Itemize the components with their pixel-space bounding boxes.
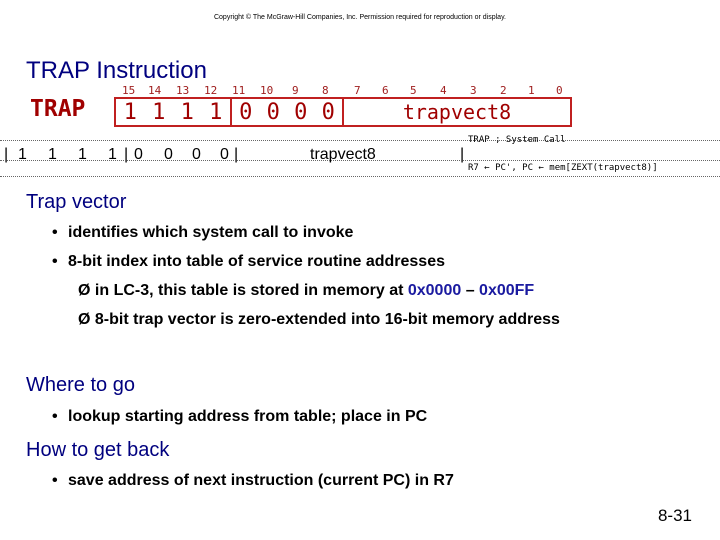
ascii-bit: 0	[192, 146, 201, 163]
divider	[0, 176, 720, 177]
arrow-bullet-icon: Ø	[78, 282, 91, 299]
ascii-bit-row: | 1 1 1 1 | 0 0 0 0 | trapvect8 |	[4, 146, 465, 163]
copyright-notice: Copyright © The McGraw-Hill Companies, I…	[213, 14, 506, 21]
ascii-bit: 0	[164, 146, 173, 163]
bit-number: 7	[354, 84, 361, 97]
bit-number: 12	[204, 84, 218, 97]
bullet-item: •identifies which system call to invoke	[52, 224, 354, 241]
zero-bit: 0	[321, 99, 335, 125]
bit-number: 9	[292, 84, 299, 97]
bit-number-row: 15 14 13 12 11 10 9 8 7 6 5 4 3 2 1 0	[116, 84, 574, 97]
page-number: 8-31	[657, 506, 692, 525]
heading-where-to-go: Where to go	[26, 374, 135, 396]
opcode-bit: 1	[123, 99, 137, 125]
opcode-bit: 1	[209, 99, 223, 125]
bit-number: 4	[440, 84, 447, 97]
opcode-bit: 1	[180, 99, 194, 125]
trap-mnemonic: TRAP	[30, 96, 86, 122]
trapvect-field: trapvect8	[402, 100, 512, 124]
sub-bullet-item: Ø 8-bit trap vector is zero-extended int…	[78, 311, 560, 328]
bit-number: 14	[148, 84, 162, 97]
ascii-bit: 0	[220, 146, 229, 163]
bit-number: 13	[176, 84, 190, 97]
ascii-bit: 1	[48, 146, 57, 163]
bit-number: 6	[382, 84, 389, 97]
ascii-bit: 1	[108, 146, 117, 163]
address-end: 0x00FF	[479, 282, 535, 299]
trap-rtl: R7 ← PC', PC ← mem[ZEXT(trapvect8)]	[468, 163, 658, 173]
divider	[0, 160, 720, 161]
bit-number: 1	[528, 84, 535, 97]
arrow-bullet-icon: Ø	[78, 311, 91, 328]
sub-bullet-item: Ø in LC-3, this table is stored in memor…	[78, 282, 535, 299]
heading-trap-vector: Trap vector	[26, 191, 127, 213]
bit-number: 0	[556, 84, 563, 97]
bit-number: 11	[232, 84, 246, 97]
bit-number: 5	[410, 84, 417, 97]
zero-bit: 0	[266, 99, 280, 125]
bit-number: 15	[122, 84, 136, 97]
zero-bit: 0	[239, 99, 253, 125]
instruction-format-box: 1 1 1 1 0 0 0 0 trapvect8	[114, 97, 572, 127]
ascii-vector: trapvect8	[310, 146, 376, 163]
ascii-bit: 1	[18, 146, 27, 163]
opcode-field: 1 1 1 1	[116, 99, 232, 125]
ascii-bit: 0	[134, 146, 143, 163]
heading-how-to-get-back: How to get back	[26, 439, 170, 461]
address-start: 0x0000	[407, 282, 462, 299]
bit-number: 2	[500, 84, 507, 97]
ascii-bit: 1	[78, 146, 87, 163]
opcode-bit: 1	[152, 99, 166, 125]
zero-bit: 0	[294, 99, 308, 125]
bullet-item: •save address of next instruction (curre…	[52, 472, 454, 489]
slide-title: TRAP Instruction	[26, 57, 207, 84]
divider	[0, 140, 720, 141]
bullet-item: •8-bit index into table of service routi…	[52, 253, 445, 270]
bit-number: 3	[470, 84, 477, 97]
zero-field: 0 0 0 0	[232, 99, 344, 125]
bit-number: 10	[260, 84, 274, 97]
bit-number: 8	[322, 84, 329, 97]
trap-comment: TRAP ; System Call	[468, 135, 566, 145]
bullet-item: •lookup starting address from table; pla…	[52, 408, 428, 425]
